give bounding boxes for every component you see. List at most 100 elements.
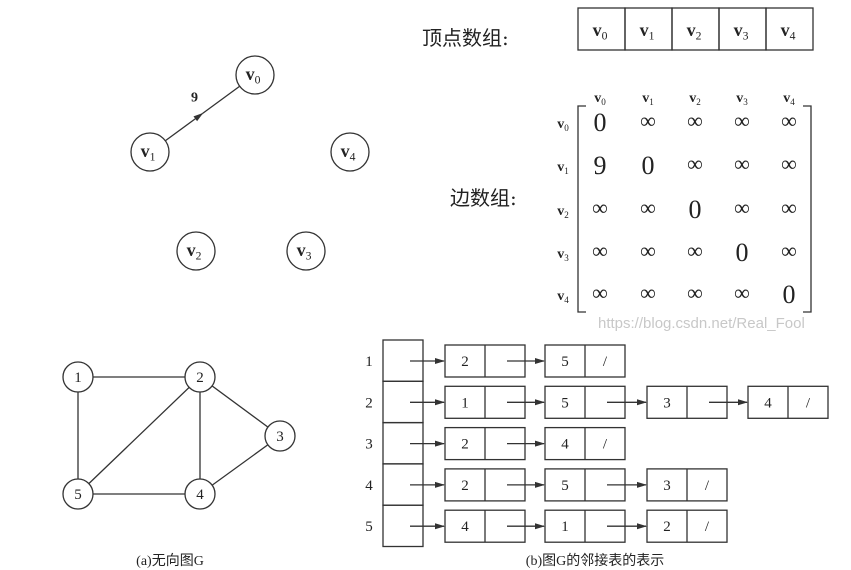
matrix-row-header: v0	[557, 117, 569, 133]
matrix-cell: ∞	[781, 238, 797, 263]
head-label: 2	[365, 395, 373, 411]
vertex-label: v2	[187, 240, 202, 263]
matrix-cell: ∞	[734, 151, 750, 176]
head-label: 3	[365, 437, 373, 453]
matrix-cell: ∞	[640, 238, 656, 263]
graph-node-label: 5	[74, 487, 82, 503]
matrix-cell: ∞	[592, 280, 608, 305]
directed-graph: 9 v0 v1 v2 v3 v4	[130, 55, 370, 271]
list-node-value: 1	[461, 395, 469, 411]
matrix-cell: ∞	[734, 108, 750, 133]
vertex-circle	[130, 132, 170, 172]
matrix-cell: ∞	[592, 195, 608, 220]
list-node-value: 3	[663, 478, 671, 494]
matrix-cell: 9	[594, 151, 607, 180]
vertex-label: v1	[141, 141, 156, 164]
graph-node-label: 2	[196, 370, 204, 386]
list-node-value: 5	[561, 478, 569, 494]
head-label: 5	[365, 519, 373, 535]
graph-node	[264, 420, 296, 452]
matrix-col-header: v4	[783, 91, 795, 107]
matrix-cell: 0	[642, 151, 655, 180]
edge-array-label: 边数组:	[450, 186, 517, 210]
list-node-value: 5	[561, 395, 569, 411]
matrix-left-bracket	[577, 105, 586, 313]
vertex-circle	[286, 231, 326, 271]
caption-a: (a)无向图G	[136, 553, 204, 569]
null-marker: /	[705, 478, 710, 494]
vertex-array-value: v0	[593, 20, 608, 43]
vertex-label: v3	[297, 240, 312, 263]
graph-edge	[199, 435, 281, 495]
edge-line	[202, 85, 241, 115]
matrix-cell: ∞	[640, 195, 656, 220]
matrix-cell: 0	[594, 108, 607, 137]
vertex-array-value: v4	[781, 20, 796, 43]
null-marker: /	[603, 437, 608, 453]
list-node-value: 2	[461, 437, 469, 453]
graph-node-label: 4	[196, 487, 204, 503]
matrix-cell: ∞	[687, 151, 703, 176]
matrix-cell: ∞	[734, 195, 750, 220]
matrix-cell: ∞	[781, 195, 797, 220]
edge-arrow	[164, 112, 204, 142]
matrix-right-bracket	[803, 105, 812, 313]
vertex-array-value: v1	[640, 20, 655, 43]
graph-edge	[199, 376, 281, 437]
list-node-value: 4	[461, 519, 469, 535]
null-marker: /	[603, 354, 608, 370]
list-node-value: 3	[663, 395, 671, 411]
matrix-col-header: v0	[594, 91, 606, 107]
graph-node-label: 3	[276, 429, 284, 445]
matrix-row-header: v2	[557, 204, 569, 220]
vertex-array: 顶点数组: v0 v1 v2 v3 v4	[422, 7, 814, 51]
matrix-cell: 0	[689, 195, 702, 224]
null-marker: /	[705, 519, 710, 535]
watermark: https://blog.csdn.net/Real_Fool	[598, 315, 805, 332]
matrix-cell: ∞	[687, 280, 703, 305]
graph-node	[184, 478, 216, 510]
vertex-array-value: v2	[687, 20, 702, 43]
matrix-cell: 0	[736, 238, 749, 267]
vertex-label: v4	[341, 141, 356, 164]
vertex-label: v0	[246, 64, 261, 87]
vertex-array-value: v3	[734, 20, 749, 43]
matrix-cell: ∞	[640, 280, 656, 305]
head-label: 1	[365, 354, 373, 370]
matrix-cell: ∞	[734, 280, 750, 305]
null-marker: /	[806, 395, 811, 411]
list-node-value: 2	[461, 354, 469, 370]
matrix-cell: ∞	[687, 238, 703, 263]
vertex-circle	[176, 231, 216, 271]
list-node-value: 4	[764, 395, 772, 411]
matrix-cell: 0	[783, 280, 796, 309]
matrix-row-header: v4	[557, 289, 569, 305]
list-node-value: 2	[461, 478, 469, 494]
list-node-value: 4	[561, 437, 569, 453]
undirected-graph: 1 2 3 4 5 (a)无向图G	[62, 361, 296, 569]
edge-weight: 9	[191, 91, 198, 106]
graph-node	[62, 478, 94, 510]
graph-edge	[77, 376, 201, 495]
head-label: 4	[365, 478, 373, 494]
matrix-col-header: v2	[689, 91, 701, 107]
list-node-value: 1	[561, 519, 569, 535]
caption-b: (b)图G的邻接表的表示	[526, 552, 664, 569]
vertex-array-cell	[765, 7, 814, 51]
matrix-cell: ∞	[592, 238, 608, 263]
graph-node	[184, 361, 216, 393]
matrix-col-header: v3	[736, 91, 748, 107]
vertex-array-label: 顶点数组:	[422, 26, 509, 50]
matrix-cell: ∞	[687, 108, 703, 133]
matrix-row-header: v1	[557, 160, 569, 176]
graph-node	[62, 361, 94, 393]
matrix-cell: ∞	[781, 108, 797, 133]
list-node-value: 5	[561, 354, 569, 370]
list-node-value: 2	[663, 519, 671, 535]
matrix-cell: ∞	[640, 108, 656, 133]
matrix-cell: ∞	[781, 151, 797, 176]
graph-node-label: 1	[74, 370, 82, 386]
adjacency-list: 1 2 5 / 2 1 5 3 4 / 3 2 4 / 4 2 5 3 / 5 4 1 2 / (b)图G的邻接表的表示	[365, 339, 829, 569]
